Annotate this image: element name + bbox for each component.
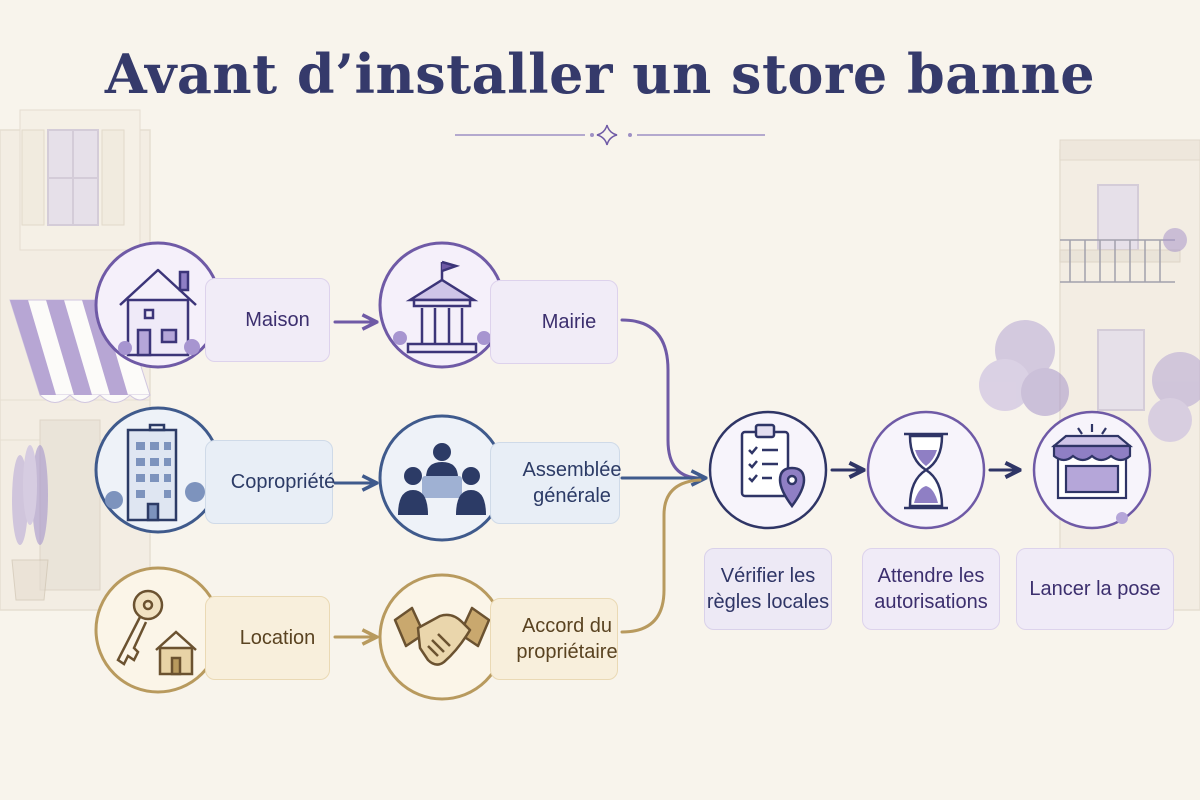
background-lavender-trees-right bbox=[979, 228, 1200, 442]
label-location: Location bbox=[205, 596, 330, 680]
background-lavender-pot-left bbox=[11, 445, 49, 601]
node-accord-circle bbox=[378, 573, 506, 701]
apartment-building-icon bbox=[105, 423, 205, 522]
node-verifier-circle bbox=[708, 410, 828, 530]
curve-accord-to-verifier bbox=[620, 478, 702, 634]
label-copropriete: Copropriété bbox=[205, 440, 335, 524]
label-mairie: Mairie bbox=[490, 280, 618, 364]
background-awning bbox=[9, 299, 151, 403]
label-verifier-regles: Vérifier les règles locales bbox=[704, 548, 832, 630]
hourglass-icon bbox=[904, 432, 948, 510]
node-maison-circle bbox=[94, 241, 222, 369]
label-accord-du-proprietaire: Accord du propriétaire bbox=[490, 598, 618, 680]
page-title: Avant d’installer un store banne bbox=[104, 42, 1096, 106]
node-location-circle bbox=[94, 566, 222, 694]
node-lancer-circle bbox=[1032, 410, 1152, 530]
label-lancer-la-pose: Lancer la pose bbox=[1016, 548, 1174, 630]
node-assemblee-circle bbox=[378, 414, 506, 542]
house-icon bbox=[118, 268, 200, 357]
town-hall-icon bbox=[393, 260, 491, 354]
meeting-icon bbox=[398, 443, 486, 515]
node-mairie-circle bbox=[378, 241, 506, 369]
node-copropriete-circle bbox=[94, 406, 222, 534]
connectors bbox=[333, 318, 1018, 637]
title-divider bbox=[455, 124, 765, 146]
awning-storefront-icon bbox=[1050, 424, 1134, 524]
label-assemblee-generale: Assemblée générale bbox=[490, 442, 621, 524]
handshake-icon bbox=[393, 606, 491, 666]
clipboard-checklist-icon bbox=[740, 423, 806, 509]
node-attendre-circle bbox=[866, 410, 986, 530]
curve-mairie-to-verifier bbox=[620, 318, 702, 480]
label-maison: Maison bbox=[205, 278, 330, 362]
key-house-icon bbox=[116, 589, 197, 676]
label-attendre-autorisations: Attendre les autorisations bbox=[862, 548, 1000, 630]
